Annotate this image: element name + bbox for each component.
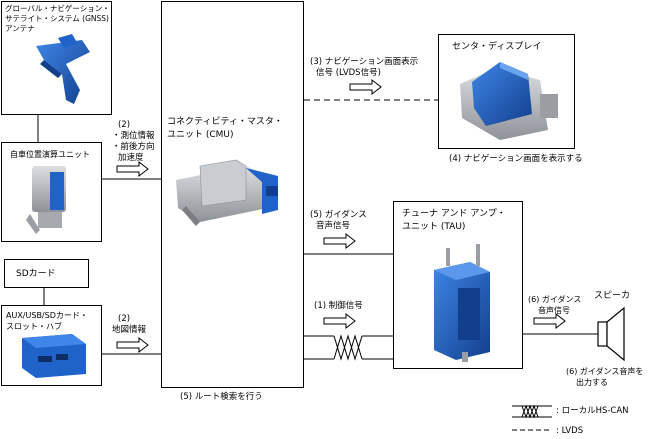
gnss-antenna-box: グローバル・ナビゲーション・ サテライト・システム (GNSS) アンテナ (1, 1, 112, 115)
control-arrow-icon (323, 312, 356, 330)
nav-signal-label-2: 信号 (LVDS信号) (316, 68, 381, 78)
legend-can-label: : ローカルHS-CAN (556, 406, 629, 416)
map-arrow-icon (116, 336, 149, 354)
legend-lvds-label: : LVDS (556, 426, 584, 436)
legend-symbols (512, 404, 552, 431)
tau-label-2: ユニット (TAU) (402, 222, 466, 232)
control-signal-label: (1) 制御信号 (314, 301, 363, 311)
tau-audio-arrow-icon (533, 312, 566, 330)
position-unit-label: 自車位置演算ユニット (10, 150, 90, 159)
gnss-antenna-label-2: サテライト・システム (GNSS) (5, 14, 109, 23)
positioning-signal-label-4: 加速度 (118, 153, 144, 163)
can-twisted-pair-icon (333, 334, 363, 361)
center-display-illustration (460, 62, 558, 140)
positioning-signal-label-1: (2) (118, 120, 131, 130)
nav-signal-label-1: (3) ナビゲーション画面表示 (310, 57, 419, 67)
map-info-label-1: (2) (118, 314, 131, 324)
tau-label-1: チューナ アンド アンプ・ (402, 209, 506, 219)
speaker-label: スピーカ (594, 291, 631, 301)
cmu-label-2: ユニット (CMU) (167, 130, 234, 140)
cmu-illustration (176, 159, 278, 226)
hub-label-1: AUX/USB/SDカード・ (6, 311, 88, 320)
guidance-tau-label-2: 音声信号 (538, 306, 570, 315)
guidance-cmu-label-1: (5) ガイダンス (310, 210, 367, 220)
hub-label-2: スロット・ハブ (6, 322, 62, 331)
speaker-icon (597, 306, 625, 362)
speaker-output-caption-2: 出力する (576, 378, 608, 387)
gnss-antenna-illustration (36, 34, 90, 104)
speaker-output-caption-1: (6) ガイダンス音声を (566, 367, 644, 376)
position-unit-illustration (26, 166, 66, 234)
display-caption: (4) ナビゲーション画面を表示する (449, 154, 583, 164)
guidance-tau-label-1: (6) ガイダンス (528, 295, 582, 304)
positioning-arrow-icon (116, 160, 149, 178)
cmu-label-1: コネクティビティ・マスタ・ (167, 117, 283, 127)
positioning-signal-label-3: ・前後方向 (112, 142, 155, 152)
sd-card-label: SDカード (16, 269, 56, 279)
route-search-caption: (5) ルート検索を行う (180, 392, 263, 402)
nav-signal-arrow-icon (349, 78, 382, 96)
sd-card-box: SDカード (4, 259, 89, 288)
guidance-arrow-icon (323, 232, 356, 250)
gnss-antenna-label-3: アンテナ (5, 24, 35, 33)
map-info-label-2: 地図情報 (112, 325, 147, 335)
positioning-signal-label-2: ・測位情報 (112, 131, 155, 141)
hub-illustration (22, 334, 86, 378)
signal-arrows (116, 78, 566, 354)
center-display-label: センタ・ディスプレイ (452, 42, 542, 52)
tau-illustration (434, 244, 490, 362)
connection-lines (37, 99, 598, 360)
gnss-antenna-label-1: グローバル・ナビゲーション・ (5, 4, 110, 13)
guidance-cmu-label-2: 音声信号 (316, 221, 351, 231)
